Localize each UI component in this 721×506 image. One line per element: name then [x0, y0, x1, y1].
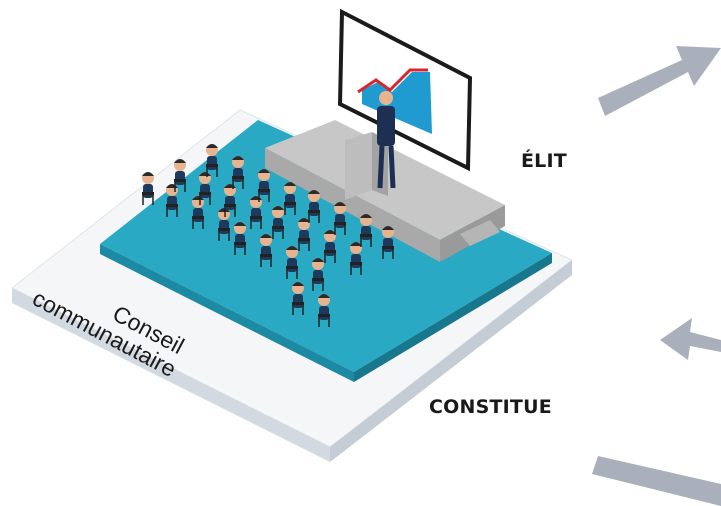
presentation-screen-icon [337, 8, 473, 172]
arrow-bottom-right [592, 456, 721, 506]
relation-label-constitue: CONSTITUE [429, 396, 552, 418]
arrow-top-right [598, 46, 721, 116]
arrow-middle-left [660, 318, 721, 360]
relation-label-elit: ÉLIT [521, 150, 567, 172]
speaker-figure-icon [377, 91, 396, 189]
